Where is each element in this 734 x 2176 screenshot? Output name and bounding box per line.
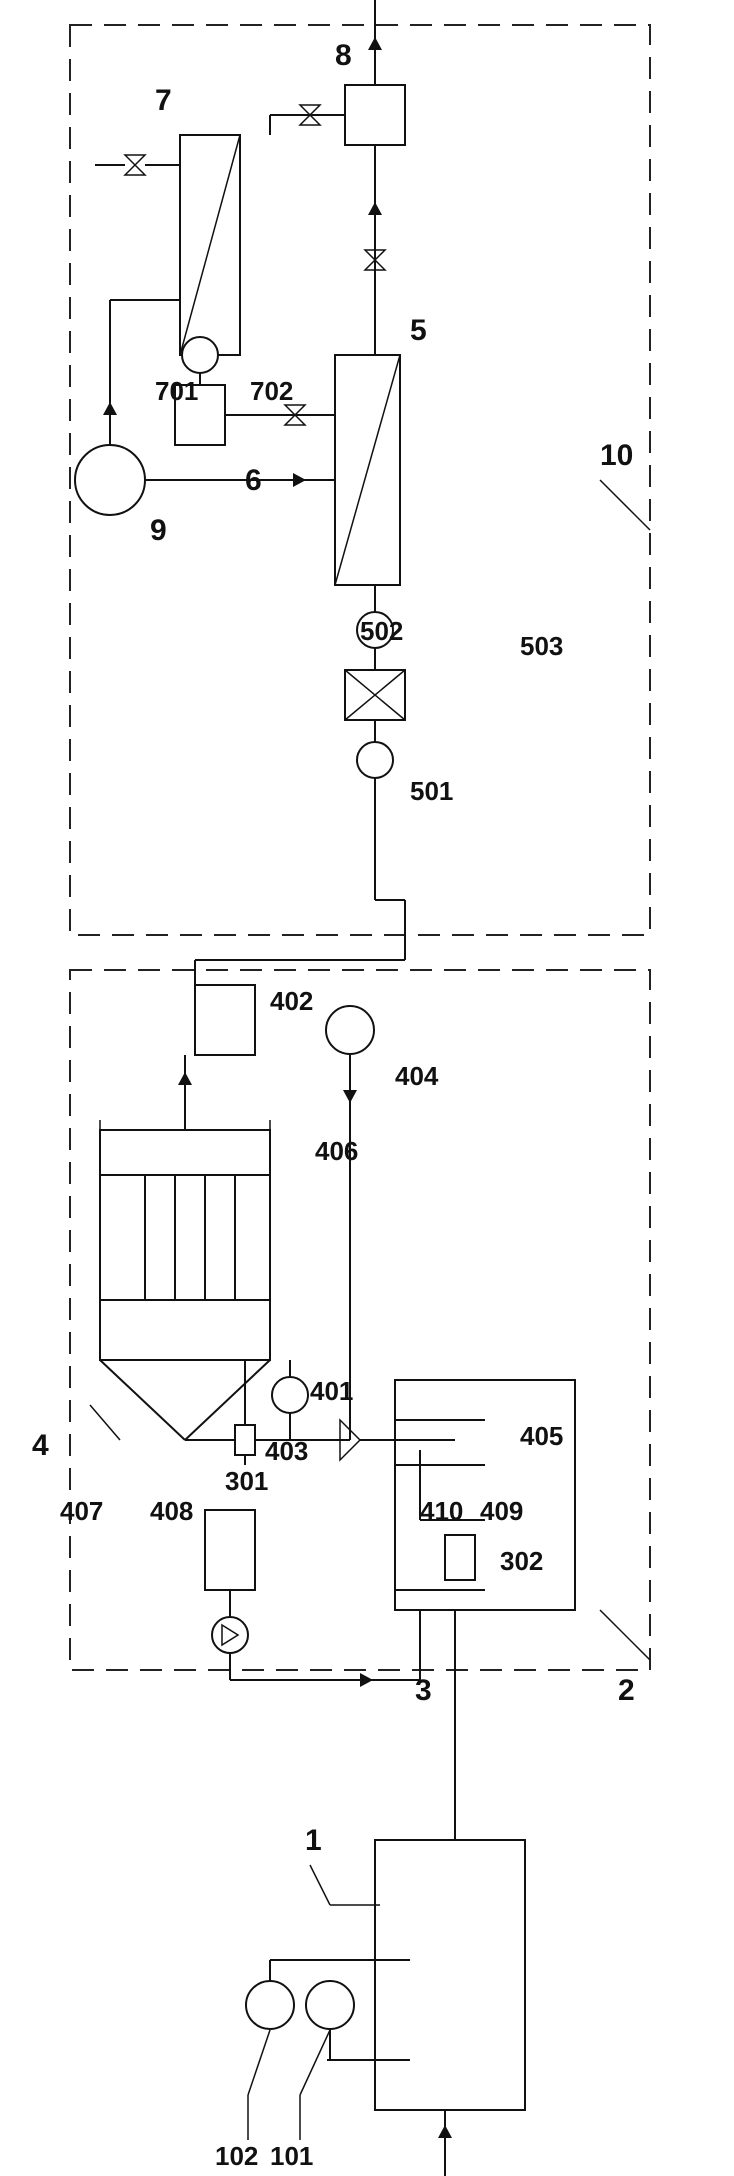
tank-3	[394, 1379, 576, 1611]
label-302: 302	[500, 1546, 543, 1576]
label-405: 405	[520, 1421, 563, 1451]
flow-arrow-301	[360, 1673, 373, 1687]
label-409: 409	[480, 1496, 523, 1526]
pump-401	[271, 1376, 309, 1414]
label-4: 4	[32, 1429, 49, 1462]
label-502: 502	[360, 616, 403, 646]
valve-5-8	[363, 249, 387, 271]
label-403: 403	[265, 1436, 308, 1466]
label-702: 702	[250, 376, 293, 406]
tank-9	[74, 444, 146, 516]
label-406: 406	[315, 1136, 358, 1166]
label-10: 10	[600, 439, 633, 472]
label-301: 301	[225, 1466, 268, 1496]
pump-701	[181, 336, 219, 374]
label-701: 701	[155, 376, 198, 406]
tank-1	[374, 1839, 526, 2111]
label-101: 101	[270, 2141, 313, 2171]
blower-404	[325, 1005, 375, 1055]
label-2: 2	[618, 1674, 635, 1707]
label-402: 402	[270, 986, 313, 1016]
valve-7-vent	[123, 154, 147, 176]
label-102: 102	[215, 2141, 258, 2171]
label-404: 404	[395, 1061, 439, 1091]
pump-102	[245, 1980, 295, 2030]
label-6: 6	[245, 464, 262, 497]
device-302	[444, 1534, 476, 1581]
subsystem-2-boundary	[69, 969, 651, 1671]
label-1: 1	[305, 1824, 322, 1857]
pump-101	[305, 1980, 355, 2030]
label-407: 407	[60, 1496, 103, 1526]
tank-8	[344, 84, 406, 146]
valve-7-8	[298, 104, 322, 126]
label-8: 8	[335, 39, 352, 72]
dosing-tank-301	[204, 1509, 256, 1591]
label-408: 408	[150, 1496, 193, 1526]
tank-6	[174, 384, 226, 446]
label-7: 7	[155, 84, 172, 117]
label-401: 401	[310, 1376, 353, 1406]
label-501: 501	[410, 776, 453, 806]
flowmeter-403	[234, 1424, 256, 1456]
tower-4	[99, 1129, 271, 1361]
flow-arrow-inlet-1	[438, 2125, 452, 2138]
label-9: 9	[150, 514, 167, 547]
label-3: 3	[415, 1674, 432, 1707]
label-503: 503	[520, 631, 563, 661]
label-410: 410	[420, 1496, 463, 1526]
pump-501	[356, 741, 394, 779]
subsystem-10-boundary	[69, 24, 651, 936]
valve-5-6	[283, 404, 307, 426]
flow-arrow-402	[178, 1072, 192, 1085]
dosing-pump-301	[211, 1616, 249, 1654]
label-5: 5	[410, 314, 427, 347]
flow-arrow-404	[343, 1090, 357, 1103]
vessel-402	[194, 984, 256, 1056]
